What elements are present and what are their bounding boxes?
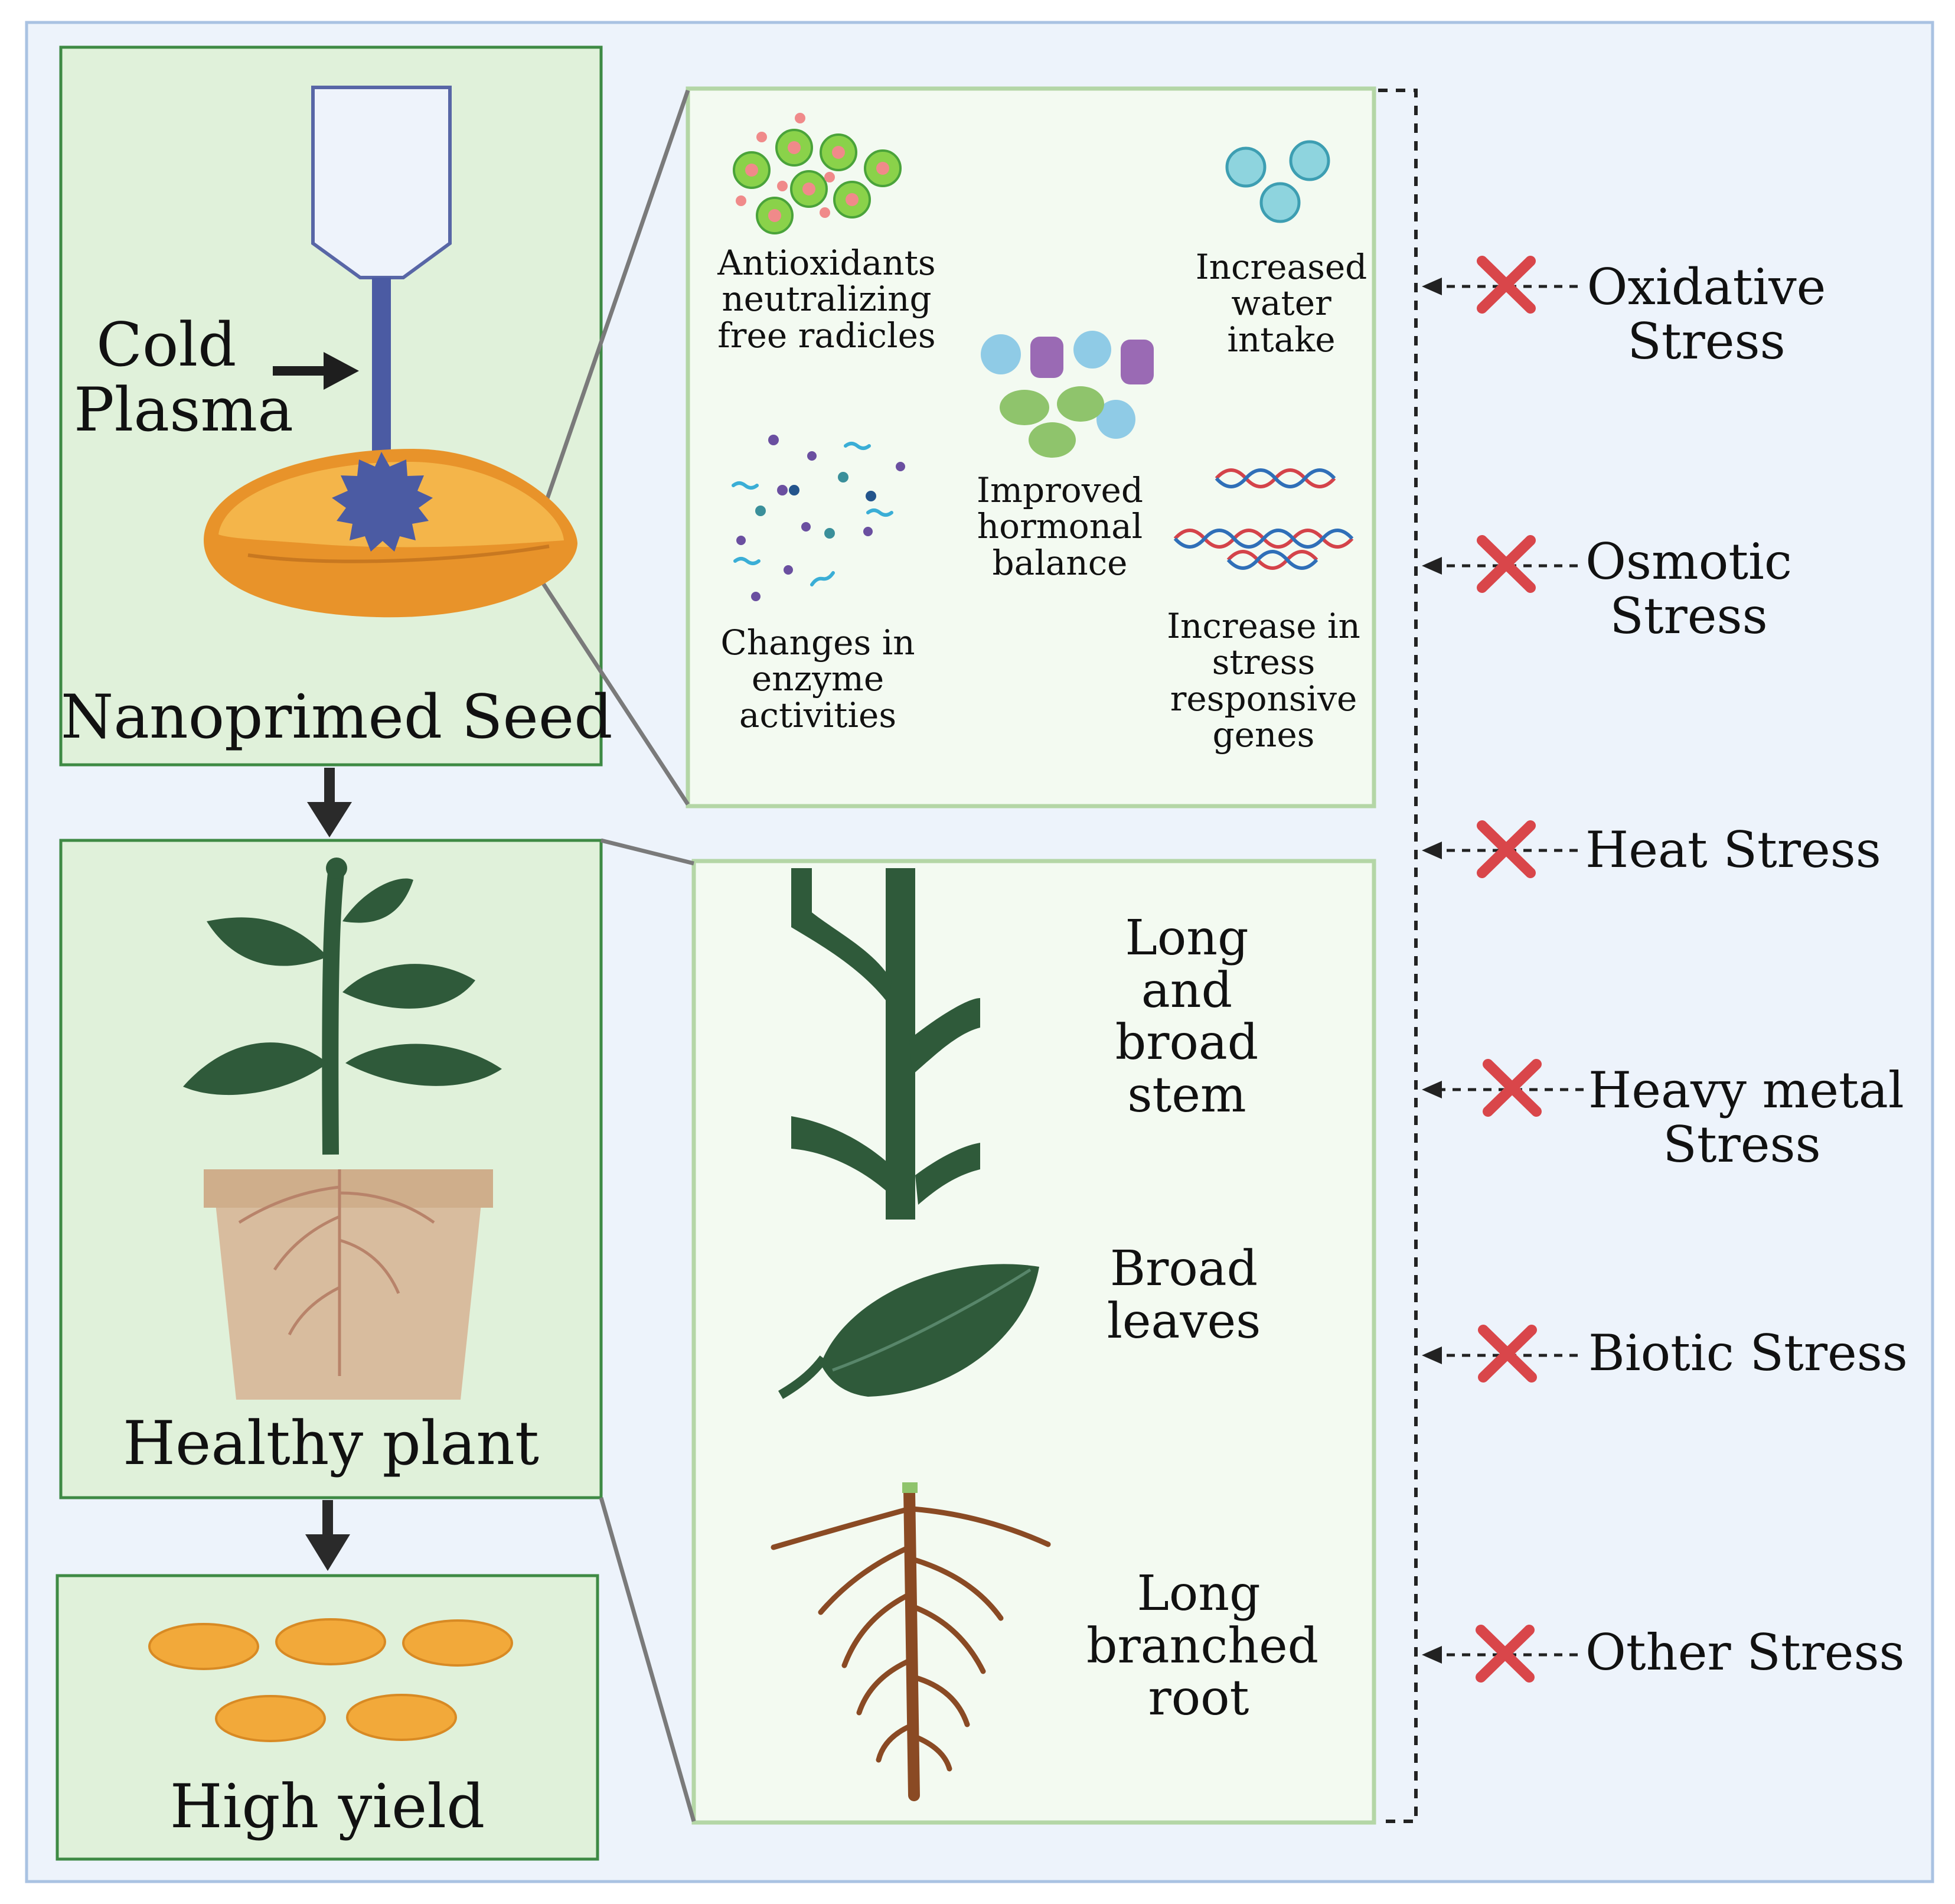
cross-icon <box>1483 1059 1542 1117</box>
stress-genes-label: Increase in stress responsive genes <box>1157 608 1370 754</box>
biotic-stress-label: Biotic Stress <box>1588 1324 1908 1382</box>
zoom-line <box>540 581 690 806</box>
plant-panel-title: Healthy plant <box>123 1409 539 1479</box>
label-line: leaves <box>1107 1293 1261 1349</box>
label-line: Improved <box>977 470 1143 510</box>
cross-icon <box>1477 535 1536 593</box>
stress-arrow <box>1422 1347 1578 1364</box>
hormones-icon <box>981 331 1154 458</box>
stem-label: Long and broad stem <box>1092 912 1281 1121</box>
cross-icon <box>1478 1325 1537 1383</box>
root-icon <box>771 1482 1051 1801</box>
label-line: Stress <box>1663 1116 1821 1174</box>
label-line: Broad <box>1109 1241 1258 1297</box>
label-line: Changes in <box>720 622 915 663</box>
label-line: Increase in <box>1167 606 1360 646</box>
cold-plasma-line: Cold <box>96 310 237 380</box>
label-line: Long <box>1125 910 1249 966</box>
label-line: Other Stress <box>1585 1623 1905 1681</box>
cold-plasma-line: Plasma <box>74 375 293 446</box>
label-line: stem <box>1127 1067 1246 1123</box>
yield-panel-title: High yield <box>169 1772 485 1842</box>
plasma-burst-icon <box>332 452 433 552</box>
label-line: Osmotic <box>1585 533 1792 591</box>
label-line: genes <box>1212 715 1315 755</box>
plasma-arrow <box>273 352 359 390</box>
water-intake-label: Increased water intake <box>1181 249 1382 358</box>
leaves-label: Broad leaves <box>1086 1243 1281 1348</box>
flow-arrow <box>305 1500 350 1571</box>
label-line: responsive <box>1170 678 1357 719</box>
antioxidant-cells-icon <box>733 113 902 234</box>
label-line: Stress <box>1627 312 1786 371</box>
root-label: Long branched root <box>1086 1566 1319 1727</box>
label-line: Stress <box>1610 587 1768 645</box>
stress-arrow <box>1422 1646 1578 1664</box>
label-line: branched <box>1086 1618 1319 1674</box>
enzyme-particles-icon <box>732 435 905 601</box>
label-line: Biotic Stress <box>1588 1324 1908 1382</box>
plasma-device-icon <box>311 86 452 472</box>
stem-icon <box>791 868 980 1220</box>
cold-plasma-label: Cold Plasma <box>74 310 293 446</box>
label-line: root <box>1148 1670 1249 1727</box>
plant-detail-panel <box>691 859 1376 1825</box>
cross-icon <box>1476 1625 1535 1683</box>
label-line: Long <box>1137 1566 1261 1622</box>
water-droplets-icon <box>1225 140 1330 223</box>
cross-icon <box>1477 256 1536 314</box>
label-line: water <box>1231 283 1331 324</box>
dna-icon <box>1173 468 1354 570</box>
osmotic-stress-label: Osmotic Stress <box>1582 534 1795 644</box>
zoom-line <box>540 89 690 515</box>
heat-stress-label: Heat Stress <box>1585 821 1881 879</box>
oxidative-stress-label: Oxidative Stress <box>1582 260 1830 369</box>
flow-arrow <box>307 768 352 837</box>
label-line: hormonal <box>977 506 1143 547</box>
label-line: Heavy metal <box>1588 1061 1904 1119</box>
stress-arrow <box>1422 842 1578 859</box>
hormonal-balance-label: Improved hormonal balance <box>957 472 1163 581</box>
label-line: free radicles <box>717 315 936 356</box>
antioxidants-label: Antioxidants neutralizing free radicles <box>709 243 945 356</box>
other-stress-label: Other Stress <box>1585 1623 1905 1681</box>
label-line: neutralizing <box>722 279 932 319</box>
label-line: Antioxidants <box>717 243 936 283</box>
enzyme-activities-label: Changes in enzyme activities <box>714 622 921 735</box>
stress-arrow <box>1422 1081 1584 1098</box>
label-line: activities <box>739 695 897 735</box>
zoom-line <box>599 1497 696 1822</box>
label-line: broad <box>1115 1015 1259 1071</box>
label-line: and <box>1141 962 1233 1019</box>
leaf-icon <box>778 1264 1039 1399</box>
label-line: intake <box>1227 319 1336 360</box>
seed-panel-title: Nanoprimed Seed <box>61 682 613 752</box>
stress-bracket <box>1378 89 1418 1823</box>
cross-icon <box>1477 820 1536 878</box>
label-line: enzyme <box>751 658 885 699</box>
yield-seeds-icon <box>148 1618 513 1742</box>
potted-plant-icon <box>183 858 502 1400</box>
label-line: Heat Stress <box>1585 821 1881 879</box>
stress-arrow <box>1422 557 1578 575</box>
label-line: balance <box>992 542 1128 583</box>
zoom-line <box>600 838 694 866</box>
label-line: Increased <box>1195 247 1367 287</box>
label-line: stress <box>1212 642 1316 683</box>
heavy-metal-stress-label: Heavy metal Stress <box>1588 1061 1904 1174</box>
stress-arrow <box>1422 278 1578 295</box>
label-line: Oxidative <box>1587 258 1826 316</box>
